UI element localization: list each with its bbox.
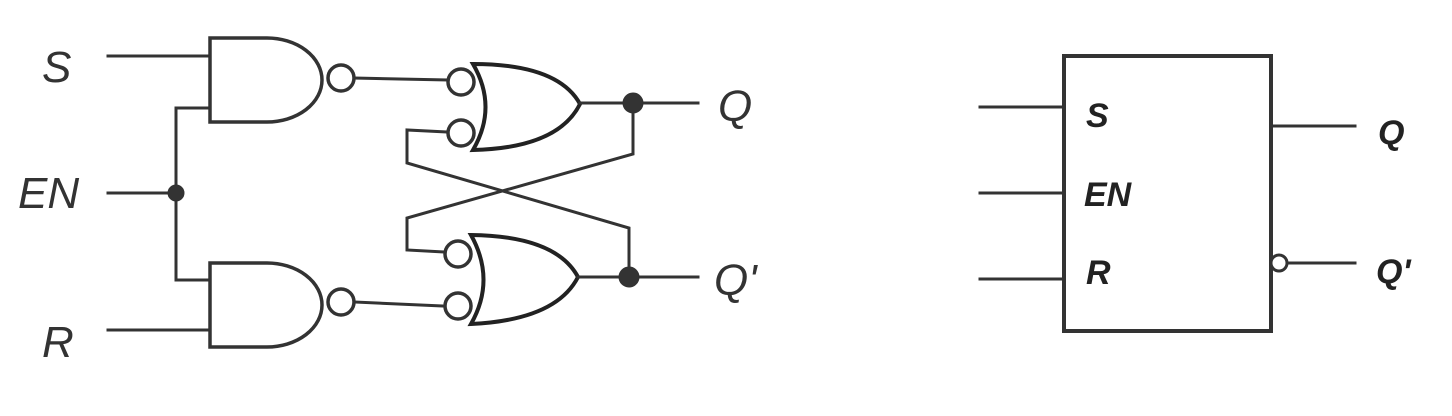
or-gate-top xyxy=(469,61,583,153)
or-top-input-bubble-2 xyxy=(446,118,476,148)
gate-schematic: S EN R Q Q' xyxy=(18,36,758,367)
nand-gate-top xyxy=(208,36,324,124)
wire-nand-bottom-to-or-bottom xyxy=(352,300,446,308)
label-s: S xyxy=(42,43,71,92)
pin-label-r: R xyxy=(1086,254,1111,292)
pin-q-bar-bubble xyxy=(1269,253,1289,273)
nand-bottom-inverter-bubble xyxy=(326,287,356,317)
pin-label-s: S xyxy=(1086,97,1109,135)
label-q-bar: Q' xyxy=(714,256,758,305)
pin-label-q-bar: Q' xyxy=(1376,253,1412,291)
wire-en-to-top-nand xyxy=(174,106,212,195)
pin-label-q: Q xyxy=(1378,114,1404,152)
nand-top-inverter-bubble xyxy=(326,63,356,93)
block-symbol: S EN R Q Q' xyxy=(978,54,1412,333)
wire-nand-top-to-or-top xyxy=(352,76,449,82)
or-gate-bottom xyxy=(467,232,581,327)
wire-feedback-q-bar-to-top-or xyxy=(405,128,631,279)
label-q: Q xyxy=(718,82,752,131)
label-en: EN xyxy=(18,169,79,218)
label-r: R xyxy=(42,318,74,367)
or-bottom-input-bubble-2 xyxy=(443,291,473,321)
or-bottom-input-bubble-1 xyxy=(443,239,473,269)
pin-label-en: EN xyxy=(1084,176,1133,214)
wire-feedback-q-to-bottom-or xyxy=(405,101,635,254)
nand-gate-bottom xyxy=(208,261,324,349)
junction-en xyxy=(167,184,185,202)
wire-en-to-bottom-nand xyxy=(174,191,212,282)
or-top-input-bubble-1 xyxy=(446,67,476,97)
latch-block xyxy=(1062,54,1273,333)
